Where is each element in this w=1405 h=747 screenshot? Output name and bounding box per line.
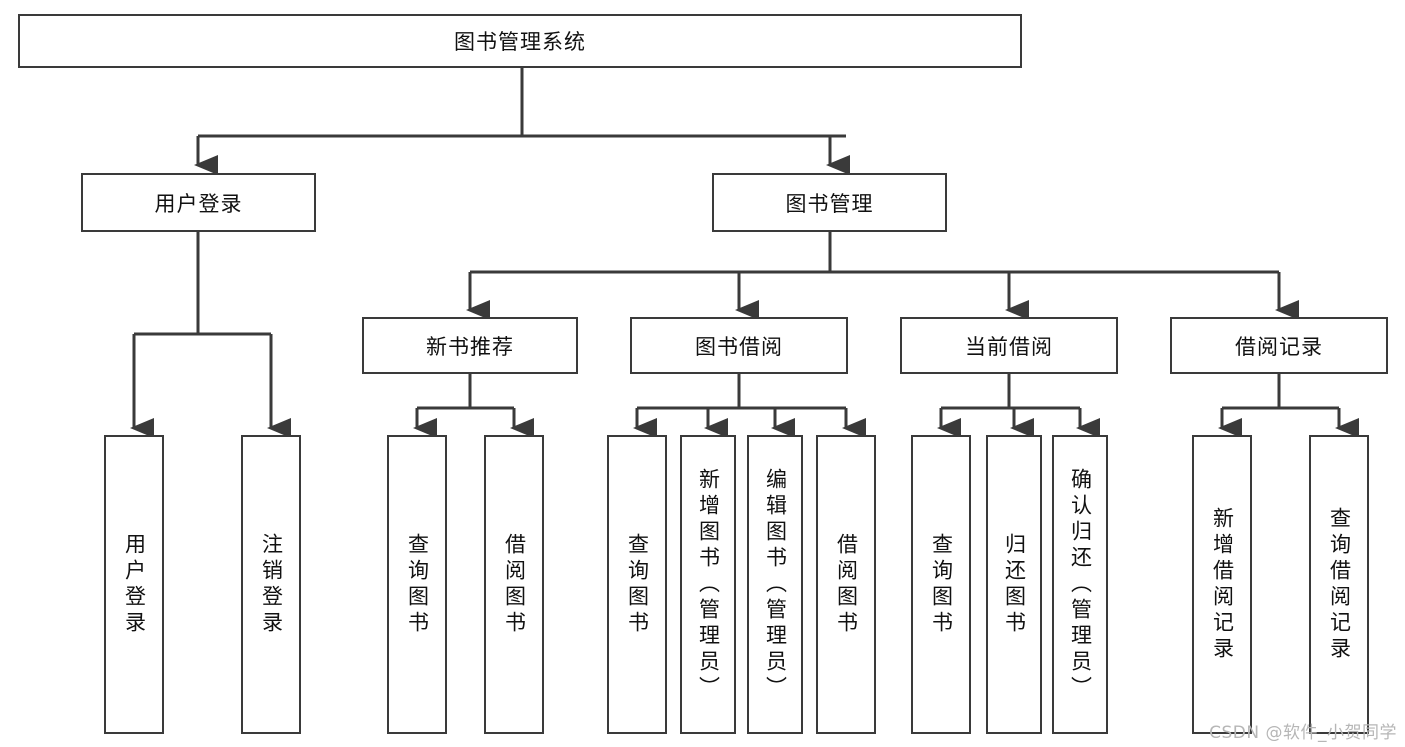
node-current-borrow[interactable]: 当前借阅 [900,317,1118,374]
node-leaf-return-book-label: 归还图书 [1002,532,1027,637]
node-book-manage-label: 图书管理 [785,191,874,216]
node-leaf-query-book-2-label: 查询图书 [625,532,650,637]
node-leaf-borrow-book-1[interactable]: 借阅图书 [484,435,544,734]
node-borrow-record-label: 借阅记录 [1235,334,1323,359]
node-book-borrow[interactable]: 图书借阅 [630,317,848,374]
node-leaf-query-borrow-record-label: 查询借阅记录 [1327,506,1352,663]
node-leaf-edit-book-admin[interactable]: 编辑图书（管理员） [747,435,803,734]
node-leaf-query-book-3[interactable]: 查询图书 [911,435,971,734]
node-book-manage[interactable]: 图书管理 [712,173,947,232]
node-leaf-user-logout-label: 注销登录 [259,532,284,637]
node-new-book-rec[interactable]: 新书推荐 [362,317,578,374]
node-borrow-record[interactable]: 借阅记录 [1170,317,1388,374]
node-book-borrow-label: 图书借阅 [695,334,783,359]
node-leaf-query-book-3-label: 查询图书 [929,532,954,637]
node-leaf-edit-book-admin-label: 编辑图书（管理员） [763,467,788,702]
node-leaf-add-borrow-record[interactable]: 新增借阅记录 [1192,435,1252,734]
node-leaf-add-book-admin[interactable]: 新增图书（管理员） [680,435,736,734]
node-leaf-query-book-1[interactable]: 查询图书 [387,435,447,734]
node-leaf-borrow-book-2-label: 借阅图书 [834,532,859,637]
node-root[interactable]: 图书管理系统 [18,14,1022,68]
node-leaf-user-login-label: 用户登录 [122,532,147,637]
node-leaf-return-book[interactable]: 归还图书 [986,435,1042,734]
node-leaf-query-book-1-label: 查询图书 [405,532,430,637]
node-root-label: 图书管理系统 [454,30,586,54]
node-leaf-query-borrow-record[interactable]: 查询借阅记录 [1309,435,1369,734]
node-leaf-confirm-return-admin-label: 确认归还（管理员） [1068,467,1093,702]
node-current-borrow-label: 当前借阅 [965,334,1053,359]
node-leaf-user-logout[interactable]: 注销登录 [241,435,301,734]
node-leaf-query-book-2[interactable]: 查询图书 [607,435,667,734]
node-leaf-add-borrow-record-label: 新增借阅记录 [1210,506,1235,663]
node-leaf-borrow-book-1-label: 借阅图书 [502,532,527,637]
node-user-login-label: 用户登录 [154,191,243,216]
watermark-csdn: CSDN @软件_小贺同学 [1209,723,1397,743]
node-leaf-confirm-return-admin[interactable]: 确认归还（管理员） [1052,435,1108,734]
node-user-login[interactable]: 用户登录 [81,173,316,232]
node-leaf-add-book-admin-label: 新增图书（管理员） [696,467,721,702]
node-new-book-rec-label: 新书推荐 [426,334,514,359]
node-leaf-borrow-book-2[interactable]: 借阅图书 [816,435,876,734]
node-leaf-user-login[interactable]: 用户登录 [104,435,164,734]
